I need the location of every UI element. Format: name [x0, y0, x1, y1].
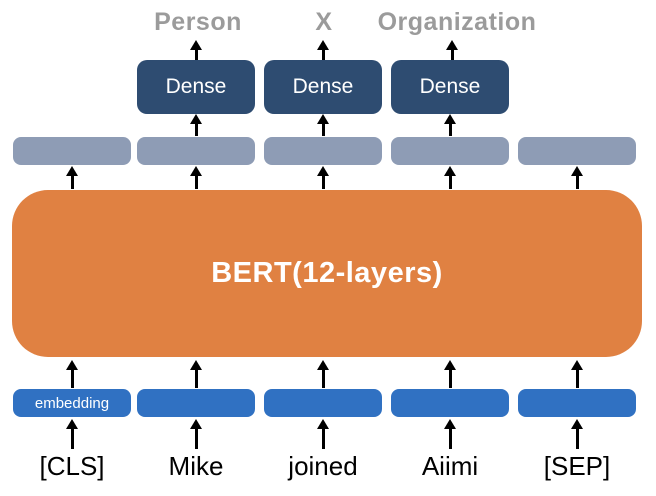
hidden-state-box [518, 137, 636, 165]
token-cls: [CLS] [39, 451, 105, 481]
arrow-up-icon [316, 166, 330, 189]
embedding-box [391, 389, 509, 417]
output-label-person: Person [154, 8, 242, 36]
dense-layer-label: Dense [292, 75, 354, 98]
arrow-up-icon [65, 419, 79, 449]
arrow-up-icon [65, 166, 79, 189]
arrow-up-icon [443, 360, 457, 388]
arrow-up-icon [443, 419, 457, 449]
token-sep: [SEP] [543, 451, 611, 481]
bert-encoder-label: BERT(12-layers) [211, 257, 443, 289]
hidden-state-box [264, 137, 382, 165]
output-label-organization: Organization [377, 8, 537, 36]
dense-layer-label: Dense [419, 75, 481, 98]
bert-encoder-box: BERT(12-layers) [12, 190, 642, 357]
arrow-up-icon [316, 114, 330, 136]
arrow-up-icon [570, 166, 584, 189]
arrow-up-icon [570, 419, 584, 449]
arrow-up-icon [445, 40, 459, 60]
dense-layer-box: Dense [264, 60, 382, 114]
arrow-up-icon [570, 360, 584, 388]
token-joined: joined [288, 451, 358, 481]
dense-layer-label: Dense [165, 75, 227, 98]
arrow-up-icon [189, 360, 203, 388]
embedding-label: embedding [34, 394, 110, 412]
arrow-up-icon [316, 360, 330, 388]
hidden-state-box [13, 137, 131, 165]
hidden-state-box [137, 137, 255, 165]
hidden-state-box [391, 137, 509, 165]
arrow-up-icon [443, 114, 457, 136]
dense-layer-box: Dense [391, 60, 509, 114]
arrow-up-icon [189, 419, 203, 449]
arrow-up-icon [189, 40, 203, 60]
arrow-up-icon [316, 419, 330, 449]
embedding-box [264, 389, 382, 417]
arrow-up-icon [189, 166, 203, 189]
output-label-x: X [315, 8, 333, 36]
arrow-up-icon [189, 114, 203, 136]
token-mike: Mike [168, 451, 224, 481]
embedding-box [137, 389, 255, 417]
embedding-box [518, 389, 636, 417]
token-aiimi: Aiimi [421, 451, 479, 481]
embedding-box: embedding [13, 389, 131, 417]
arrow-up-icon [316, 40, 330, 60]
dense-layer-box: Dense [137, 60, 255, 114]
arrow-up-icon [443, 166, 457, 189]
arrow-up-icon [65, 360, 79, 388]
